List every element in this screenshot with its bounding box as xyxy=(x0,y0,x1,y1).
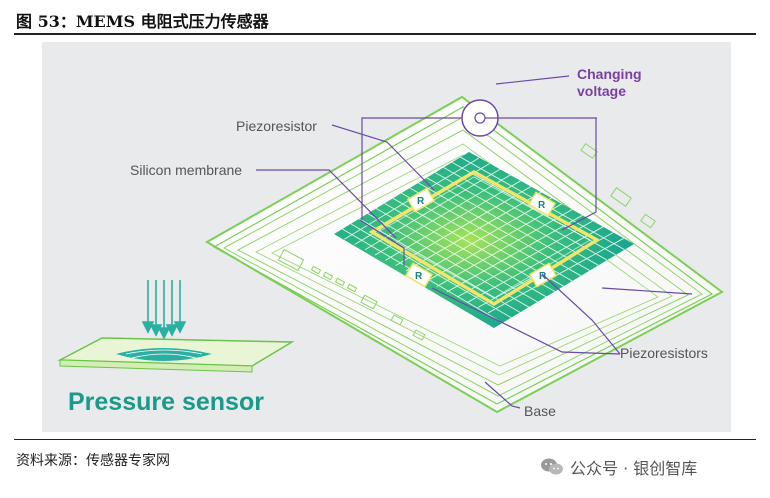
pressure-arrow-icon xyxy=(157,280,171,340)
resistor-mark: R xyxy=(538,200,546,211)
wechat-brand: 公众号 · 银创智库 xyxy=(540,455,697,479)
piezoresistor-pad-top-right: R xyxy=(527,191,557,217)
pressure-sensor-illustration xyxy=(57,337,295,373)
resistor-mark: R xyxy=(539,271,547,282)
mems-sensor-diagram: R R R R Changing v xyxy=(57,66,724,419)
piezoresistor-pads: R R R R xyxy=(404,187,558,288)
piezoresistors-label: Piezoresistors xyxy=(620,345,708,361)
voltage-meter-icon xyxy=(461,99,499,137)
changing-voltage-label: Changing xyxy=(577,66,642,82)
base-label: Base xyxy=(524,403,556,419)
source-note: 资料来源：传感器专家网 xyxy=(16,453,170,469)
changing-voltage-label-line2: voltage xyxy=(577,83,626,99)
pressure-arrow-icon xyxy=(149,280,163,337)
pressure-arrow-icon xyxy=(165,280,179,337)
silicon-membrane xyxy=(334,152,634,328)
silicon-membrane-label: Silicon membrane xyxy=(130,162,242,178)
resistor-mark: R xyxy=(417,196,425,207)
pressure-arrow-icon xyxy=(173,280,187,334)
piezoresistor-label: Piezoresistor xyxy=(236,118,317,134)
bottom-rule xyxy=(14,439,756,440)
piezoresistor-pad-bottom-left: R xyxy=(404,262,434,288)
title-rule xyxy=(14,33,756,35)
pressure-sensor-label: Pressure sensor xyxy=(68,388,264,416)
pressure-arrows xyxy=(141,280,187,340)
resistor-mark: R xyxy=(415,271,423,282)
piezoresistor-pad-top-left: R xyxy=(406,187,436,213)
brand-label: 公众号 · 银创智库 xyxy=(570,459,698,478)
figure-title: 图 53：MEMS 电阻式压力传感器 xyxy=(16,12,269,31)
wechat-icon xyxy=(541,458,563,475)
leader-lines xyxy=(256,75,693,409)
